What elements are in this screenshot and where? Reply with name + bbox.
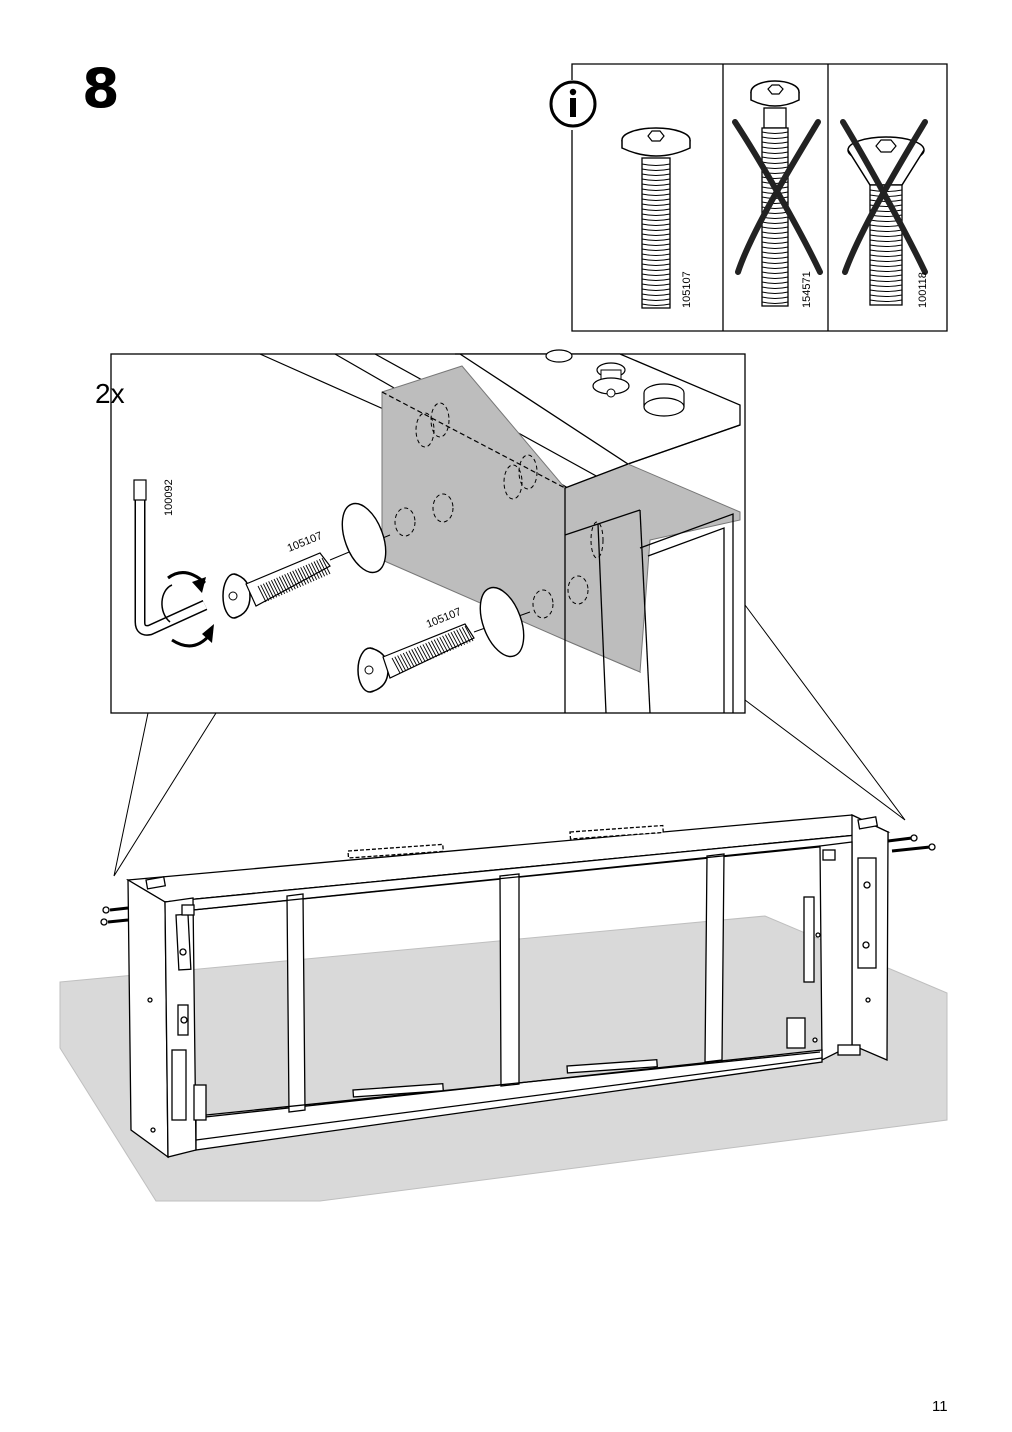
allen-key-icon	[133, 479, 214, 648]
page-number: 11	[932, 1398, 948, 1415]
screw-100118-incorrect-icon	[840, 119, 928, 306]
cam-bolt-icon	[592, 362, 630, 398]
screw-label-2: 154571	[801, 271, 813, 308]
quantity-label: 2x	[95, 378, 125, 409]
washer-upper	[341, 502, 387, 574]
allen-key-label: 100092	[163, 479, 175, 516]
callout-line-left	[113, 712, 217, 877]
info-icon	[549, 80, 597, 128]
detail-panel: 100092 105107 105107	[110, 349, 746, 714]
screw-upper-icon	[222, 534, 391, 619]
screw-label-3: 100118	[917, 272, 929, 308]
dowel-icon	[643, 383, 685, 417]
info-panel: 105107 154571 100118	[549, 63, 948, 332]
screw-lower-icon	[357, 611, 531, 693]
callout-line-right	[744, 604, 906, 821]
step-number: 8	[82, 57, 120, 120]
screw-105107-correct-icon	[621, 127, 691, 309]
screw-154571-incorrect-icon	[732, 80, 823, 307]
washer-lower	[479, 586, 525, 658]
screw-label-1: 105107	[681, 271, 693, 308]
frame-overview	[100, 813, 936, 1159]
